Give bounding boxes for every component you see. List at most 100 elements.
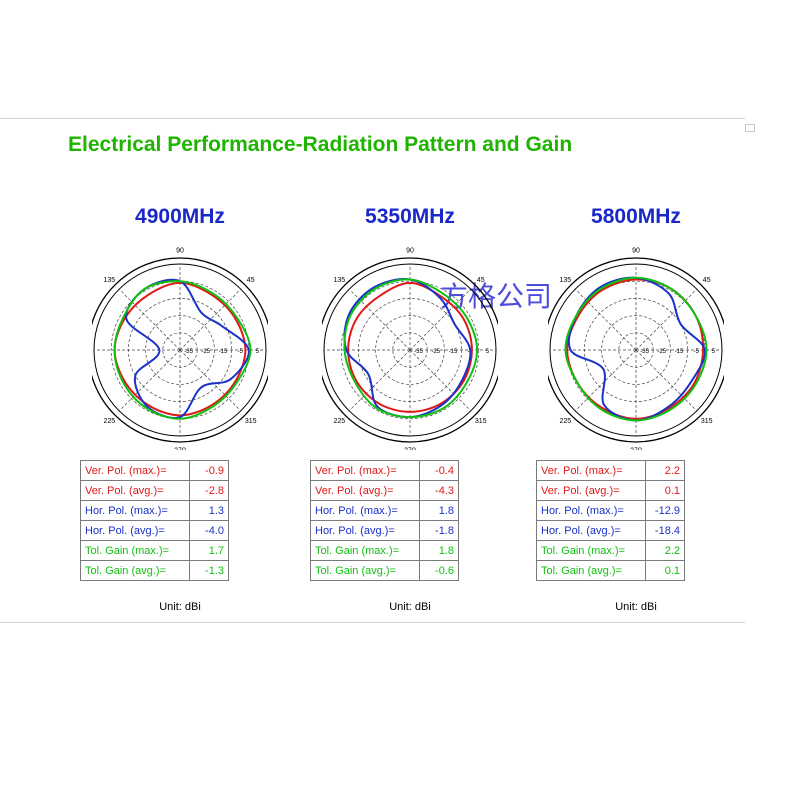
gain-label: Hor. Pol. (max.)=: [80, 500, 190, 521]
gain-label: Tol. Gain (avg.)=: [310, 560, 420, 581]
gain-label: Tol. Gain (max.)=: [80, 540, 190, 561]
gain-label: Ver. Pol. (max.)=: [80, 460, 190, 481]
series-ver-pol-line: [347, 281, 473, 413]
table-row: Hor. Pol. (max.)=1.3: [80, 500, 229, 521]
gain-label: Ver. Pol. (avg.)=: [536, 480, 646, 501]
table-row: Hor. Pol. (avg.)=-4.0: [80, 520, 229, 541]
bottom-divider: [0, 622, 745, 623]
grid-ring: [340, 280, 480, 420]
gain-value: -0.6: [419, 560, 459, 581]
top-divider: [0, 118, 745, 119]
gain-label: Hor. Pol. (avg.)=: [80, 520, 190, 541]
ring-label: -15: [675, 349, 684, 355]
gain-value: 0.1: [645, 480, 685, 501]
unit-label: Unit: dBi: [389, 601, 431, 613]
gain-value: -0.9: [189, 460, 229, 481]
gain-label: Hor. Pol. (avg.)=: [536, 520, 646, 541]
angle-label: 315: [475, 418, 487, 425]
ring-label: -25: [201, 349, 210, 355]
angle-label: 270: [404, 448, 416, 451]
gain-label: Hor. Pol. (avg.)=: [310, 520, 420, 541]
outer-ring: [322, 257, 498, 443]
grid-spoke: [179, 349, 242, 412]
ring-label: -25: [431, 349, 440, 355]
outer-ring: [92, 257, 268, 443]
angle-label: 315: [701, 418, 713, 425]
grid-spoke: [118, 349, 181, 412]
grid-spoke: [635, 349, 698, 412]
grid-spoke: [409, 349, 472, 412]
table-row: Tol. Gain (max.)=1.8: [310, 540, 459, 561]
chart-panel-1: 4900MHz -35-25-15-5590451351800225270315…: [60, 205, 300, 615]
gain-label: Tol. Gain (avg.)=: [80, 560, 190, 581]
angle-label: 90: [406, 248, 414, 255]
gain-value: 1.7: [189, 540, 229, 561]
ring-label: -15: [449, 349, 458, 355]
ring-label: -25: [657, 349, 666, 355]
unit-label: Unit: dBi: [159, 601, 201, 613]
table-row: Tol. Gain (avg.)=-1.3: [80, 560, 229, 581]
gain-value: -1.3: [189, 560, 229, 581]
gain-value: 2.2: [645, 460, 685, 481]
gain-value: -4.3: [419, 480, 459, 501]
gain-label: Ver. Pol. (avg.)=: [310, 480, 420, 501]
table-row: Tol. Gain (max.)=1.7: [80, 540, 229, 561]
gain-label: Ver. Pol. (max.)=: [536, 460, 646, 481]
page-title: Electrical Performance-Radiation Pattern…: [68, 133, 573, 156]
table-row: Ver. Pol. (avg.)=0.1: [536, 480, 685, 501]
gain-label: Ver. Pol. (avg.)=: [80, 480, 190, 501]
ring-label: -5: [694, 349, 700, 355]
angle-label: 90: [632, 248, 640, 255]
grid-ring: [145, 315, 215, 385]
table-row: Tol. Gain (max.)=2.2: [536, 540, 685, 561]
ring-label: -15: [219, 349, 228, 355]
top-divider-handle: [745, 124, 755, 132]
angle-label: 270: [630, 448, 642, 451]
grid-spoke: [348, 288, 411, 351]
table-row: Tol. Gain (avg.)=0.1: [536, 560, 685, 581]
gain-value: -1.8: [419, 520, 459, 541]
ring-label: -35: [640, 349, 649, 355]
ring-label: 5: [712, 349, 716, 355]
angle-label: 45: [703, 277, 711, 284]
angle-label: 225: [559, 418, 571, 425]
table-row: Ver. Pol. (max.)=-0.4: [310, 460, 459, 481]
gain-label: Tol. Gain (max.)=: [310, 540, 420, 561]
series-hor-pol-line: [567, 276, 706, 422]
chart-title: 4900MHz: [135, 205, 225, 228]
table-row: Ver. Pol. (avg.)=-2.8: [80, 480, 229, 501]
chart-title: 5800MHz: [591, 205, 681, 228]
gain-value: -2.8: [189, 480, 229, 501]
angle-label: 45: [247, 277, 255, 284]
grid-ring: [601, 315, 671, 385]
gain-value: 1.8: [419, 540, 459, 561]
table-row: Ver. Pol. (max.)=-0.9: [80, 460, 229, 481]
table-row: Ver. Pol. (max.)=2.2: [536, 460, 685, 481]
ring-label: -35: [184, 349, 193, 355]
ring-label: -35: [414, 349, 423, 355]
gain-value: 0.1: [645, 560, 685, 581]
grid-ring: [375, 315, 445, 385]
angle-label: 45: [477, 277, 485, 284]
series-tol-gain-line: [564, 276, 708, 422]
outer-ring: [548, 257, 724, 443]
angle-label: 225: [333, 418, 345, 425]
table-row: Hor. Pol. (max.)=1.8: [310, 500, 459, 521]
table-row: Ver. Pol. (avg.)=-4.3: [310, 480, 459, 501]
grid-spoke: [409, 288, 472, 351]
unit-label: Unit: dBi: [615, 601, 657, 613]
grid-spoke: [574, 288, 637, 351]
table-row: Tol. Gain (avg.)=-0.6: [310, 560, 459, 581]
gain-label: Ver. Pol. (max.)=: [310, 460, 420, 481]
angle-label: 270: [174, 448, 186, 451]
gain-value: -4.0: [189, 520, 229, 541]
series-tol-gain-line: [343, 278, 479, 419]
angle-label: 135: [559, 277, 571, 284]
series-hor-pol-line: [125, 278, 250, 419]
series-hor-pol-line: [343, 278, 472, 419]
gain-value: 2.2: [645, 540, 685, 561]
polar-chart: -35-25-15-5590451351800225270315: [322, 248, 498, 451]
